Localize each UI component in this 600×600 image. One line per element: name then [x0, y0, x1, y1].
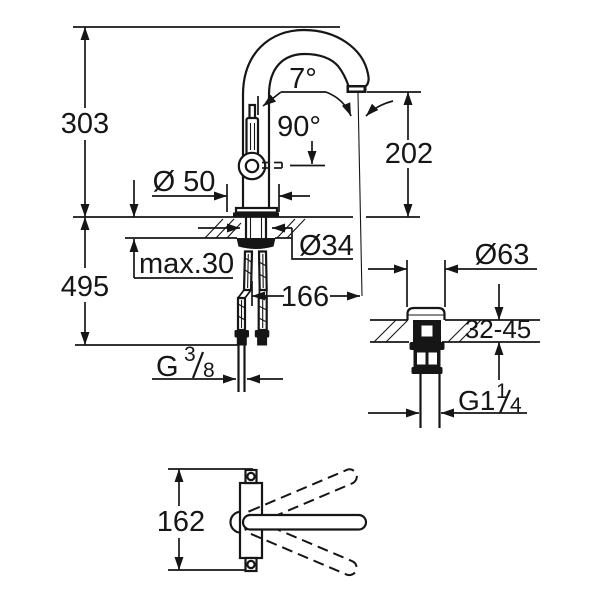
supply-hose-left: [234, 250, 254, 392]
supply-thread-numerator: 3: [184, 343, 196, 366]
dimension-flange-diameter: Ø63: [368, 239, 537, 274]
dim-303-label: 303: [61, 108, 109, 140]
dimension-deck-range: 32-45: [465, 284, 532, 380]
handle-position-symbol: [262, 161, 283, 169]
dimension-base-diameter: Ø 50: [152, 166, 310, 212]
hose-fitting-right: [254, 330, 270, 338]
mount-screw-top: [246, 471, 256, 482]
hose-fitting-right-body: [257, 337, 268, 346]
mount-tab-bottom: [244, 556, 258, 573]
supply-thread-prefix: G: [156, 351, 179, 383]
spout-outer-wall: [241, 28, 370, 208]
dim-202-label: 202: [385, 138, 433, 170]
dim-shank-diameter-label: Ø34: [299, 230, 354, 262]
waste-thread-slash: [498, 389, 512, 414]
waste-lower-flange: [409, 342, 445, 350]
dim-flange-diameter-label: Ø63: [475, 239, 530, 271]
dimension-303: 303: [61, 27, 109, 217]
supply-thread-denominator: 8: [203, 359, 215, 382]
dimension-max30: max.30: [129, 180, 234, 280]
top-view: 162: [157, 468, 368, 577]
dim-max30-label: max.30: [139, 248, 234, 280]
waste-flange-dome: [406, 306, 446, 320]
dimension-waste-thread: G1 1 4: [368, 380, 527, 418]
lever-stick: [245, 116, 260, 157]
spout-outlet-slit: [349, 87, 364, 91]
dim-7deg-label: 7°: [289, 63, 317, 95]
faucet-body: [233, 28, 370, 392]
dimension-supply-thread: G 3 8: [152, 343, 283, 384]
waste-lower-window-a: [417, 352, 426, 365]
dimension-7deg: 7°: [257, 63, 394, 117]
hose-fitting-left: [234, 330, 249, 338]
supply-hose-right: [254, 250, 270, 346]
faucet-top-view: [229, 468, 368, 577]
lever-pivot-outer: [237, 151, 267, 181]
dimension-495: 495: [61, 217, 109, 345]
dim-166-label: 166: [281, 281, 329, 313]
dimension-90deg: 90°: [262, 111, 325, 169]
mount-screw-bottom: [246, 559, 256, 570]
dim-90deg-label: 90°: [277, 111, 321, 143]
popup-waste-body: [406, 306, 446, 428]
lever-pivot-inner: [244, 158, 260, 174]
front-view: 303 495 max.30 Ø 50 Ø34: [61, 26, 433, 392]
hose-fitting-left-body: [236, 337, 247, 346]
escutcheon-band: [233, 212, 279, 218]
dim-162-label: 162: [157, 506, 205, 538]
waste-thread-prefix: G1: [458, 385, 495, 416]
escutcheon-top: [234, 206, 279, 214]
spout-inner-wall: [267, 52, 350, 208]
mount-tab-top: [244, 468, 258, 485]
dim-495-label: 495: [61, 271, 109, 303]
supply-thread-slash: [191, 351, 205, 379]
drain-view: Ø63 32-: [368, 239, 540, 428]
waste-lower-window-b: [428, 352, 437, 365]
mounting-nut: [236, 238, 276, 249]
dimension-202: 202: [367, 91, 433, 217]
lever-center-position: [241, 513, 368, 531]
waste-body-window: [421, 325, 433, 337]
dim-deck-range-label: 32-45: [465, 314, 532, 344]
waste-band: [411, 367, 443, 374]
waste-thread-denominator: 4: [510, 394, 522, 417]
dim-base-diameter-label: Ø 50: [153, 166, 216, 198]
drain-deck-hatching: [373, 319, 482, 343]
water-stream-line: [357, 92, 363, 297]
dimension-162: 162: [157, 469, 205, 570]
dimension-166: 166: [251, 281, 360, 313]
dimension-shank-diameter: Ø34: [198, 223, 354, 262]
waste-thread-numerator: 1: [496, 380, 508, 403]
